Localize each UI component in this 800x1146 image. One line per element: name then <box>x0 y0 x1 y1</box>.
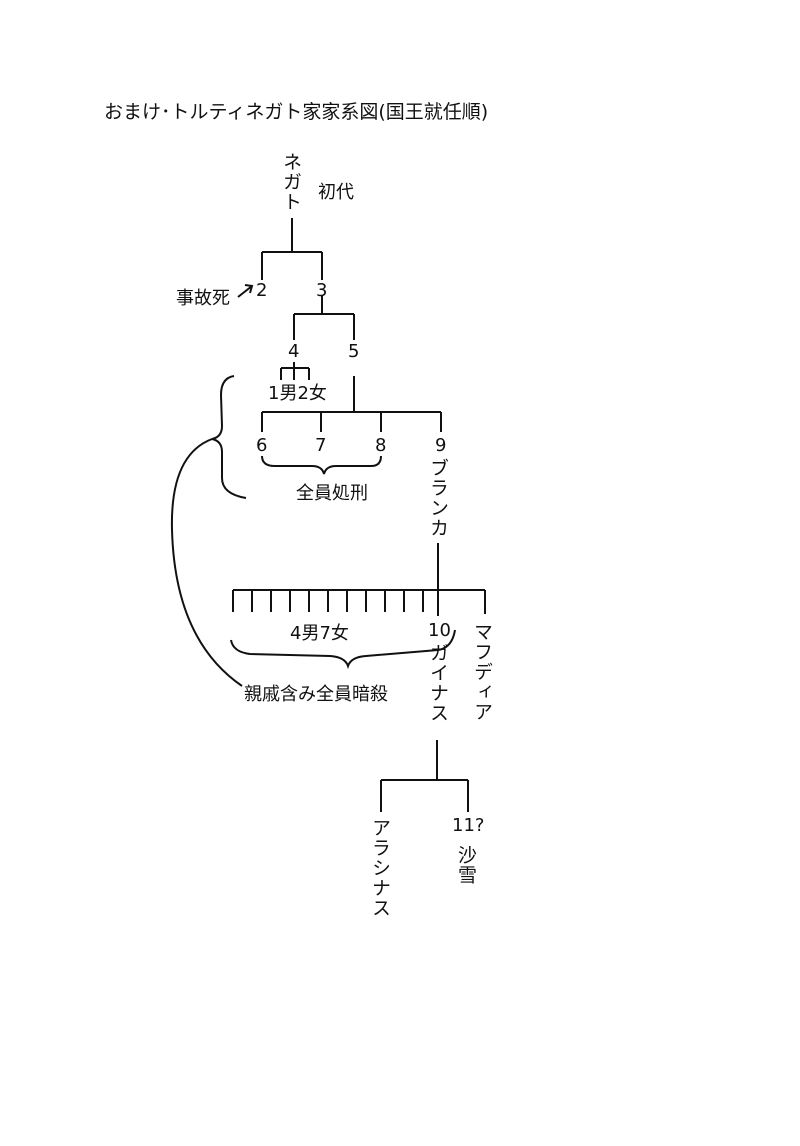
king-3: 3 <box>316 280 328 301</box>
relatives-curve <box>170 438 243 687</box>
king-2: 2 <box>256 280 268 301</box>
king-11: 11? <box>452 815 485 836</box>
king-4: 4 <box>288 341 300 362</box>
brace-6-8 <box>261 455 382 475</box>
king-11-name: 沙雪 <box>455 845 477 885</box>
executed-note: 全員処刑 <box>296 483 368 504</box>
king-7: 7 <box>315 435 327 456</box>
king-10: 10 <box>428 620 451 641</box>
king-9-children: 4男7女 <box>290 623 349 644</box>
king-4-children: 1男2女 <box>268 383 327 404</box>
arrow-head <box>244 284 254 294</box>
diagram-title: おまけ･トルティネガト家家系図(国王就任順) <box>104 101 489 123</box>
mafudia-name: マフディア <box>471 622 493 722</box>
founder-note: 初代 <box>318 182 354 203</box>
brace-left <box>211 375 247 499</box>
arashinasu-name: アラシナス <box>369 818 391 918</box>
brace-4m7f <box>230 629 456 670</box>
king-2-note: 事故死 <box>176 288 230 309</box>
relatives-note: 親戚含み全員暗殺 <box>244 684 388 705</box>
founder-name: ネガト <box>280 152 302 212</box>
king-9: 9 <box>435 435 447 456</box>
king-10-name: ガイナス <box>427 643 449 723</box>
arrow-line <box>237 285 253 298</box>
king-8: 8 <box>375 435 387 456</box>
king-6: 6 <box>256 435 268 456</box>
king-5: 5 <box>348 341 360 362</box>
king-9-name: ブランカ <box>427 458 449 538</box>
